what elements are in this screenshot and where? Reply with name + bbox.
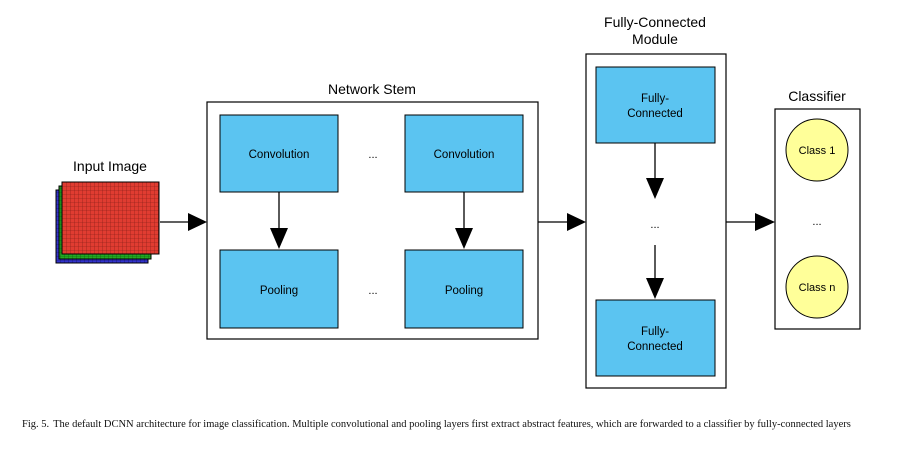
fc-module-title-line2: Module (632, 31, 678, 47)
convolution-label-2: Convolution (434, 149, 495, 161)
fc-block-bottom-label-line1: Fully- (641, 326, 669, 338)
arrow-input-to-stem (160, 213, 207, 231)
fc-block-top-label-line2: Connected (627, 108, 683, 120)
fc-block-bottom (595, 299, 716, 377)
arrow-conv1-to-pool1 (270, 192, 288, 249)
pooling-label-1: Pooling (260, 285, 298, 297)
input-image-label: Input Image (73, 158, 147, 174)
dcnn-diagram: Input Image Network Stem Convolution Con… (55, 14, 861, 389)
classifier-title: Classifier (788, 88, 846, 104)
class-n-label: Class n (799, 282, 836, 294)
pooling-block-1 (219, 249, 339, 329)
figure-caption-text: The default DCNN architecture for image … (53, 419, 851, 430)
input-image-icon (55, 181, 160, 264)
arrow-fc-to-bottom (646, 245, 664, 299)
fc-block-bottom-label-line2: Connected (627, 341, 683, 353)
class-1-label: Class 1 (799, 145, 836, 157)
fc-block-top-label-line1: Fully- (641, 93, 669, 105)
arrow-fc-top-down (646, 143, 664, 199)
figure-caption-label: Fig. 5. (22, 419, 50, 430)
stem-conv-ellipsis: ... (368, 149, 377, 161)
network-stem-title: Network Stem (328, 81, 416, 97)
arrow-fc-to-classifier (726, 213, 775, 231)
stem-pool-ellipsis: ... (368, 285, 377, 297)
arrow-stem-to-fc (538, 213, 586, 231)
convolution-block-2 (404, 114, 524, 193)
pooling-block-2 (404, 249, 524, 329)
convolution-block-1 (219, 114, 339, 193)
fc-block-top (595, 66, 716, 144)
class-n-node (785, 255, 849, 319)
arrow-conv2-to-pool2 (455, 192, 473, 249)
fc-module-title-line1: Fully-Connected (604, 14, 706, 30)
input-channel-red (61, 181, 160, 255)
class-1-node (785, 118, 849, 182)
classifier-ellipsis: ... (812, 216, 821, 228)
pooling-label-2: Pooling (445, 285, 483, 297)
fc-ellipsis: ... (650, 219, 659, 231)
figure-caption: Fig. 5.The default DCNN architecture for… (22, 418, 902, 431)
convolution-label-1: Convolution (249, 149, 310, 161)
